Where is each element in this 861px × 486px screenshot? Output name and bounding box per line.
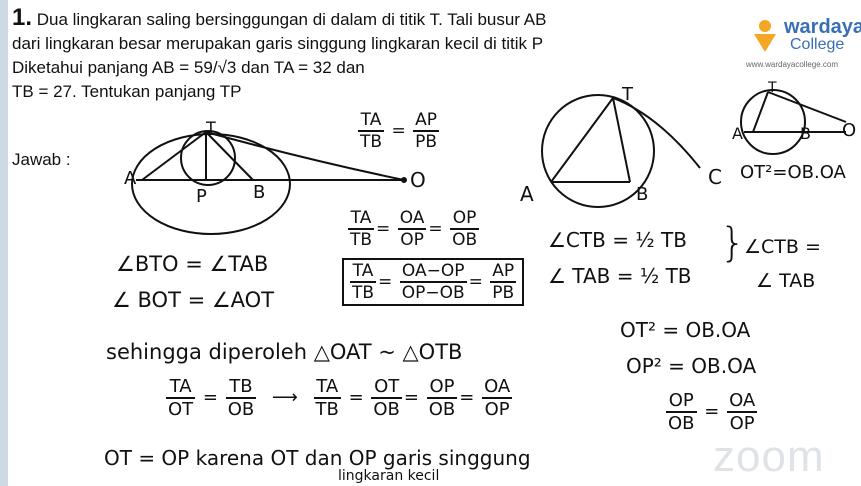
label-o3: O: [842, 120, 857, 141]
label-o: O: [410, 168, 426, 192]
jawab-label: Jawab :: [12, 150, 71, 169]
label-p: P: [196, 186, 207, 207]
label-b: B: [253, 182, 266, 203]
logo-mark-icon: [754, 20, 776, 52]
ctb-eq-1: ∠CTB =: [744, 236, 821, 258]
label-b3: B: [800, 124, 811, 143]
circle-3: [740, 89, 806, 155]
label-t2: T: [622, 84, 633, 105]
problem-line-1: Dua lingkaran saling bersinggungan di da…: [36, 10, 547, 29]
logo-college: College: [790, 36, 845, 53]
tangent-to: [205, 131, 405, 181]
problem-number: 1.: [12, 4, 33, 31]
label-a3: A: [732, 124, 743, 143]
lingkaran-kecil: lingkaran kecil: [338, 468, 440, 484]
angle-tab: ∠ TAB = ½ TB: [548, 264, 692, 288]
problem-line-2: dari lingkaran besar merupakan garis sin…: [12, 34, 544, 53]
logo-url: www.wardayacollege.com: [746, 60, 839, 69]
sehingga-line: sehingga diperoleh △OAT ~ △OTB: [106, 340, 463, 364]
small-circle-1: [180, 130, 236, 186]
label-c: C: [708, 165, 722, 189]
label-b2: B: [636, 184, 649, 205]
label-t3: T: [768, 80, 777, 96]
wardaya-logo: wardaya College www.wardayacollege.com: [746, 14, 861, 78]
note-ot2-top: OT²=OB.OA: [740, 162, 846, 183]
problem-line-4: TB = 27. Tentukan panjang TP: [12, 82, 242, 101]
op2-line: OP² = OB.OA: [626, 354, 757, 378]
ctb-eq-2: ∠ TAB: [756, 270, 816, 292]
logo-brand: wardaya: [784, 16, 861, 38]
slide: 1. Dua lingkaran saling bersinggungan di…: [8, 0, 861, 486]
label-a: A: [124, 168, 137, 189]
angle-bot-aot: ∠ BOT = ∠AOT: [112, 288, 275, 312]
label-t: T: [206, 118, 216, 137]
big-circle-2: [541, 94, 655, 208]
problem-text: 1. Dua lingkaran saling bersinggungan di…: [12, 6, 752, 104]
tangent-tc: [612, 97, 701, 169]
ot-op-line: OT = OP karena OT dan OP garis singgung: [104, 446, 531, 470]
ot2-line: OT² = OB.OA: [620, 318, 751, 342]
angle-bto-tab: ∠BTO = ∠TAB: [116, 252, 269, 276]
brace: }: [720, 220, 746, 266]
zoom-watermark: zoom: [713, 432, 825, 481]
angle-ctb: ∠CTB = ½ TB: [548, 228, 687, 252]
label-a2: A: [520, 182, 534, 206]
geometry-figures: [131, 89, 847, 235]
problem-line-3: Diketahui panjang AB = 59/√3 dan TA = 32…: [12, 58, 365, 77]
